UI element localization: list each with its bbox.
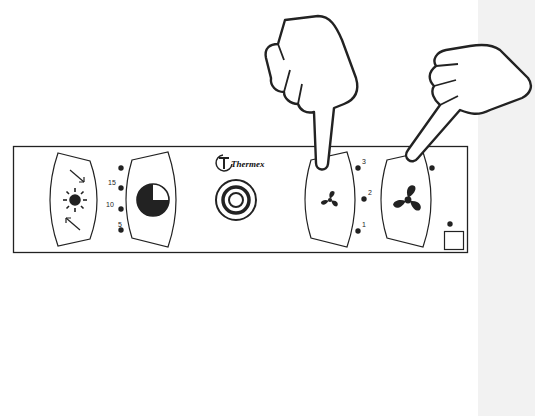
square-led [447, 221, 452, 226]
square-button [445, 232, 464, 250]
light-button [50, 153, 97, 246]
fan-led [429, 165, 434, 170]
control-panel [14, 147, 468, 253]
pointing-hand [266, 16, 358, 170]
fan-power-button [381, 152, 431, 247]
timer-minutes: 15 [108, 179, 116, 186]
speed-number: 3 [362, 158, 366, 165]
timer-button [126, 152, 176, 247]
pointing-hand [406, 45, 531, 162]
timer-minutes: 10 [106, 201, 114, 208]
timer-minutes: 5 [118, 221, 122, 228]
logo-mark [216, 155, 232, 171]
speed-number: 2 [368, 189, 372, 196]
timer-leds [118, 165, 123, 232]
main-button [216, 180, 256, 220]
fan-speed-button [305, 152, 355, 247]
fan-speed-leds [355, 165, 366, 233]
sun-symbol [63, 188, 87, 212]
brand-logo: Thermex [231, 160, 265, 169]
speed-number: 1 [362, 221, 366, 228]
